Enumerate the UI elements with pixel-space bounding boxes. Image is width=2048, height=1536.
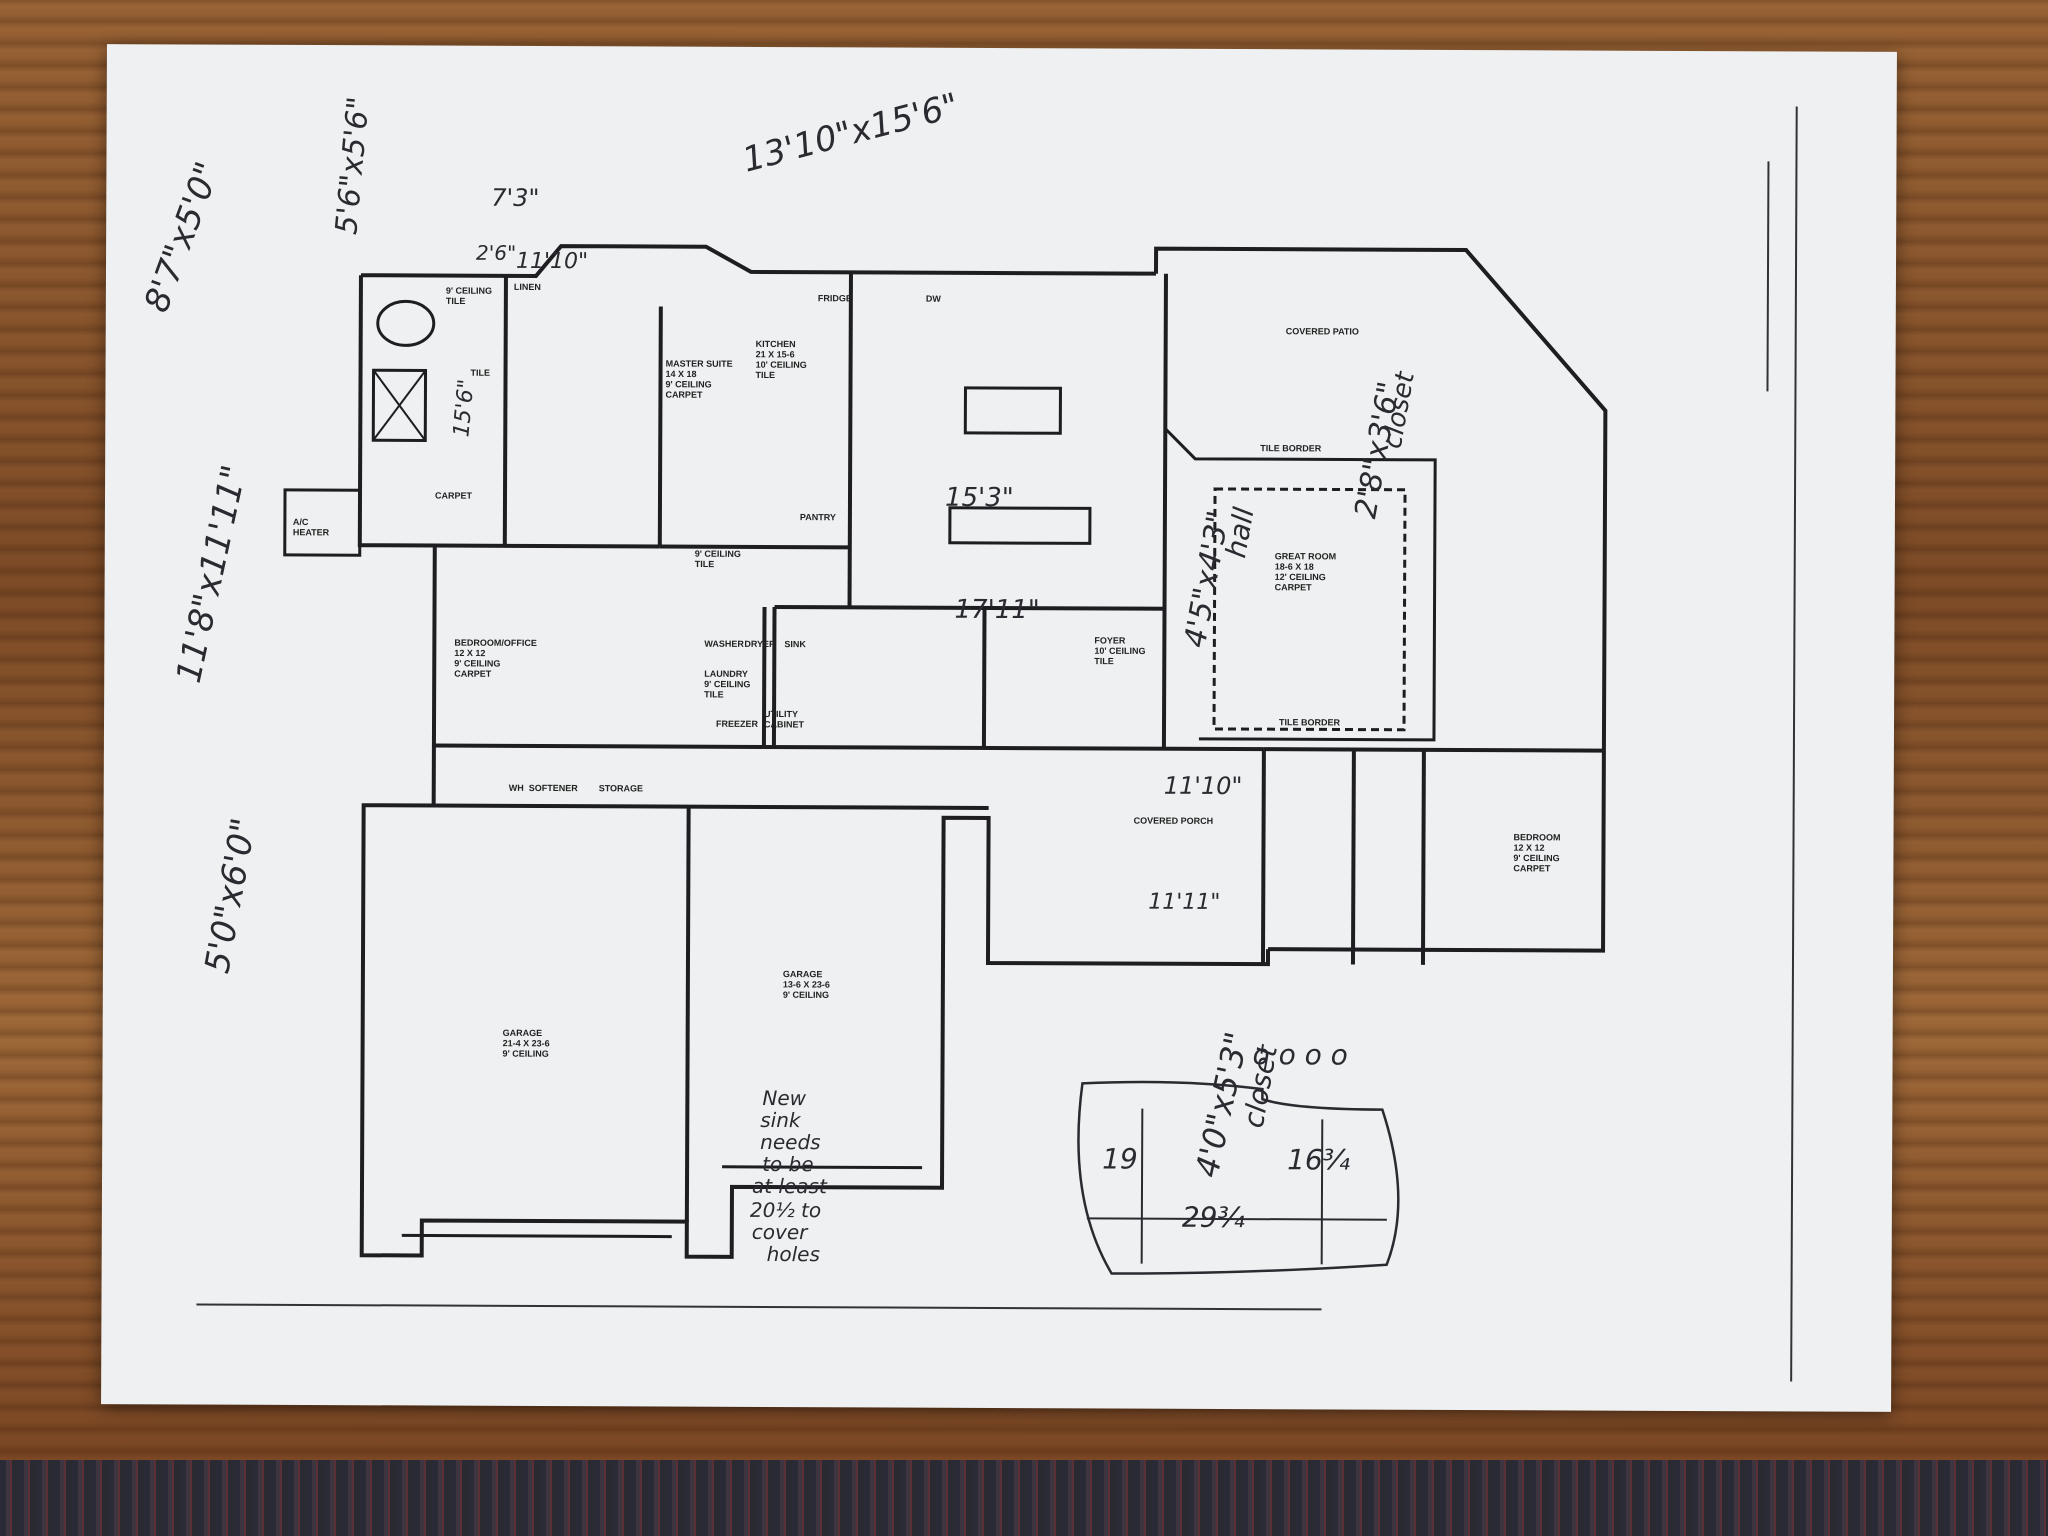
label-covered-porch: COVERED PORCH — [1134, 816, 1214, 826]
note-17-11: 17'11" — [954, 595, 1039, 625]
note-5-6x5-6: 5'6"x5'6" — [329, 95, 376, 236]
note-15-3: 15'3" — [945, 483, 1014, 513]
label-tile-bath: TILE — [471, 368, 491, 378]
handwritten-annotations: 8'7"x5'0" 5'6"x5'6" 7'3" 13'10"x15'6" 2'… — [137, 86, 1421, 1267]
label-tile-border-bottom: TILE BORDER — [1279, 717, 1341, 727]
rug-strip — [0, 1460, 2048, 1536]
sink-side-arrow — [1320, 1119, 1324, 1265]
note-holes: holes — [767, 1242, 820, 1266]
note-7-3: 7'3" — [491, 184, 539, 212]
label-dw: DW — [926, 294, 942, 304]
label-tile-border-top: TILE BORDER — [1260, 443, 1322, 453]
plan-walls — [283, 244, 1608, 1259]
label-fridge: FRIDGE — [818, 293, 852, 303]
sink-width-arrow — [1086, 1217, 1387, 1221]
note-to-be: to be — [762, 1152, 814, 1176]
note-8-7x5-0: 8'7"x5'0" — [137, 157, 229, 318]
note-at-least: at least — [752, 1174, 828, 1198]
note-11-10: 11'10" — [516, 249, 588, 274]
sink-dim-19: 19 — [1102, 1142, 1138, 1175]
label-wh: WH — [509, 783, 524, 793]
bottom-rule — [196, 1303, 1322, 1311]
note-needs: needs — [760, 1130, 821, 1154]
note-cover: cover — [752, 1220, 809, 1244]
sink-height-arrow — [1140, 1108, 1144, 1264]
note-11-8x11-11: 11'8"x11'11" — [169, 461, 255, 686]
note-15-6: 15'6" — [449, 378, 479, 438]
label-pantry: PANTRY — [800, 512, 836, 522]
label-washer: WASHER — [704, 639, 744, 649]
right-rule — [1790, 106, 1798, 1382]
label-sink: SINK — [784, 639, 806, 649]
label-carpet-closet: CARPET — [435, 491, 473, 501]
label-covered-patio: COVERED PATIO — [1286, 326, 1359, 336]
label-softener: SOFTENER — [529, 783, 579, 793]
note-new: New — [762, 1086, 806, 1110]
label-storage: STORAGE — [599, 783, 643, 793]
note-sink: sink — [760, 1108, 802, 1132]
note-11-11: 11'11" — [1148, 890, 1220, 915]
note-13-10x15-6: 13'10"x15'6" — [739, 86, 963, 181]
note-5-0x6-0: 5'0"x6'0" — [197, 815, 264, 976]
label-dryer: DRYER — [744, 639, 776, 649]
sink-outline-sketch — [1077, 1080, 1400, 1275]
label-linen: LINEN — [514, 282, 541, 292]
right-short-rule — [1766, 161, 1770, 392]
note-11-10-bedroom: 11'10" — [1164, 772, 1243, 800]
sink-dim-16-3-4: 16¾ — [1287, 1143, 1350, 1176]
sink-holes: o o o o — [1253, 1038, 1348, 1071]
note-20-half: 20½ to — [750, 1198, 821, 1222]
label-freezer: FREEZER — [716, 719, 759, 729]
sink-dim-29-3-4: 29¾ — [1182, 1201, 1245, 1234]
note-2-6: 2'6" — [476, 241, 516, 265]
